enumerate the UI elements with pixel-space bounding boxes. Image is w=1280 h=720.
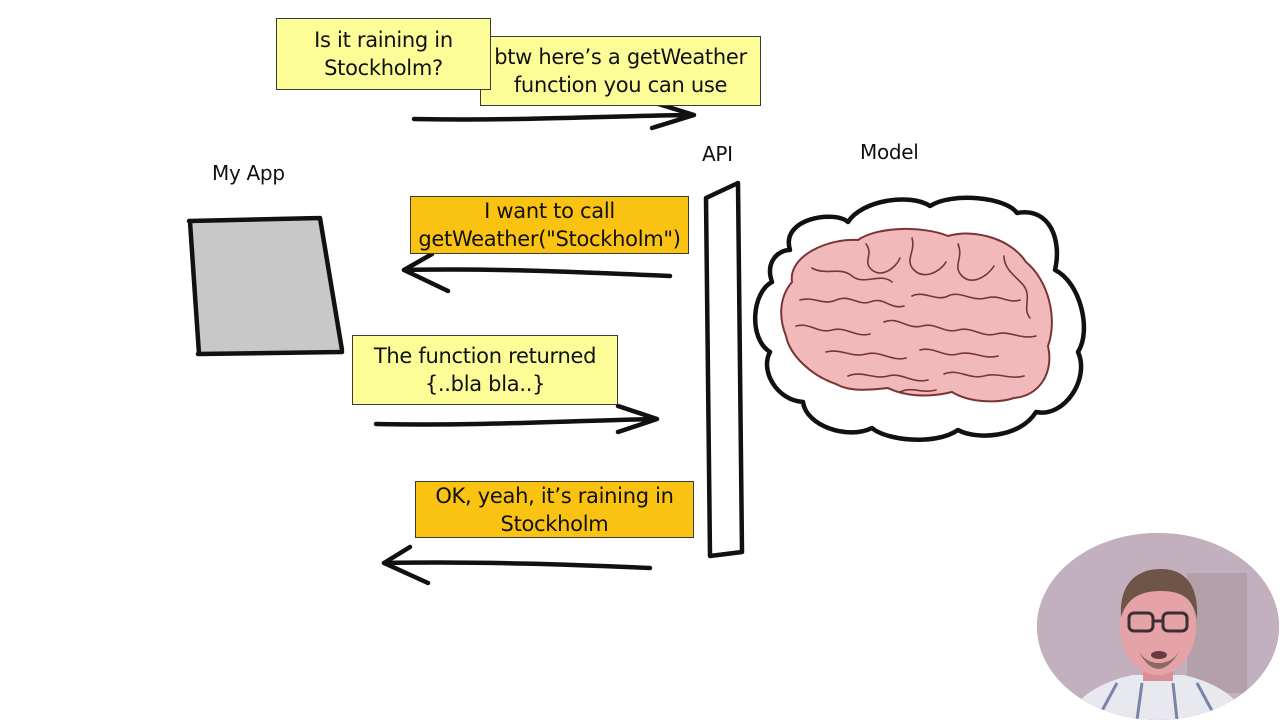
presenter-shirt bbox=[1067, 675, 1249, 720]
note-user-question: Is it raining in Stockholm? bbox=[276, 18, 491, 90]
arrow-api-to-app-call bbox=[401, 251, 673, 294]
arrow-app-to-api-result bbox=[373, 403, 660, 435]
presenter-webcam bbox=[1037, 533, 1279, 720]
arrow-app-to-api-request bbox=[411, 99, 697, 131]
arrow-api-to-app-answer bbox=[381, 544, 653, 586]
model-label: Model bbox=[860, 140, 919, 164]
note-function-result: The function returned {..bla bla..} bbox=[352, 335, 618, 405]
note-model-answer: OK, yeah, it’s raining in Stockholm bbox=[415, 481, 694, 538]
glasses-icon bbox=[1127, 611, 1189, 633]
brain-illustration bbox=[780, 228, 1053, 403]
note-function-hint: btw here’s a getWeather function you can… bbox=[480, 36, 761, 106]
api-label: API bbox=[702, 142, 733, 166]
note-model-call: I want to call getWeather("Stockholm") bbox=[410, 196, 689, 254]
my-app-box bbox=[186, 215, 345, 357]
api-bar bbox=[703, 180, 745, 559]
my-app-label: My App bbox=[212, 161, 285, 185]
